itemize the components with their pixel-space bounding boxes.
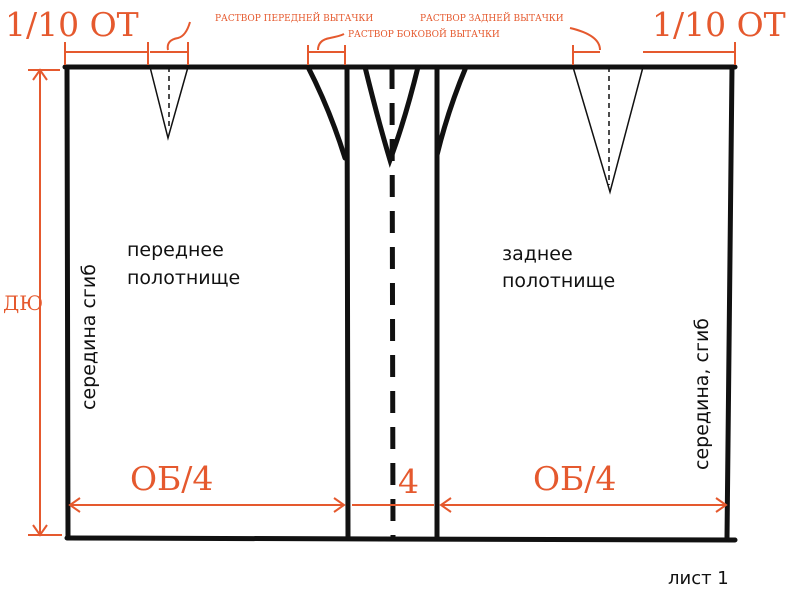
side-dart-dimension (307, 33, 346, 65)
front-width-label: ОБ/4 (130, 459, 213, 498)
right-fold-label: середина, сгиб (691, 318, 713, 470)
back-dart (572, 66, 644, 195)
side-dart-label: РАСТВОР БОКОВОЙ ВЫТАЧКИ (348, 28, 500, 40)
front-dart (149, 66, 189, 141)
back-panel-label-1: заднее (502, 243, 573, 265)
front-center-fold (64, 64, 71, 541)
top-left-dimensions (64, 21, 191, 65)
front-panel-label-1: переднее (127, 239, 224, 261)
side-dart (362, 64, 421, 168)
back-panel-label-2: полотнище (502, 270, 615, 292)
back-dart-label: РАСТВОР ЗАДНЕЙ ВЫТАЧКИ (420, 12, 564, 24)
length-label: ДЮ (3, 291, 43, 315)
back-side-dart (434, 64, 469, 158)
back-width-label: ОБ/4 (533, 459, 616, 498)
front-dart-label: РАСТВОР ПЕРЕДНЕЙ ВЫТАЧКИ (215, 12, 373, 24)
front-panel-label-2: полотнище (127, 267, 240, 289)
left-fold-label: середина сгиб (78, 264, 100, 410)
right-fraction-label: 1/10 ОТ (652, 5, 786, 44)
sheet-label: лист 1 (668, 568, 729, 589)
back-center-fold (724, 64, 735, 541)
front-side-dart (305, 64, 348, 161)
front-side-seam (344, 64, 351, 541)
top-right-dimensions (569, 27, 736, 65)
front-width-arrows (68, 497, 346, 513)
side-center-dashed (389, 66, 396, 539)
hem-line (64, 535, 738, 543)
left-fraction-label: 1/10 ОТ (5, 5, 139, 44)
length-arrows (28, 68, 62, 537)
ease-label: 4 (398, 462, 419, 501)
back-width-arrows (439, 497, 728, 513)
